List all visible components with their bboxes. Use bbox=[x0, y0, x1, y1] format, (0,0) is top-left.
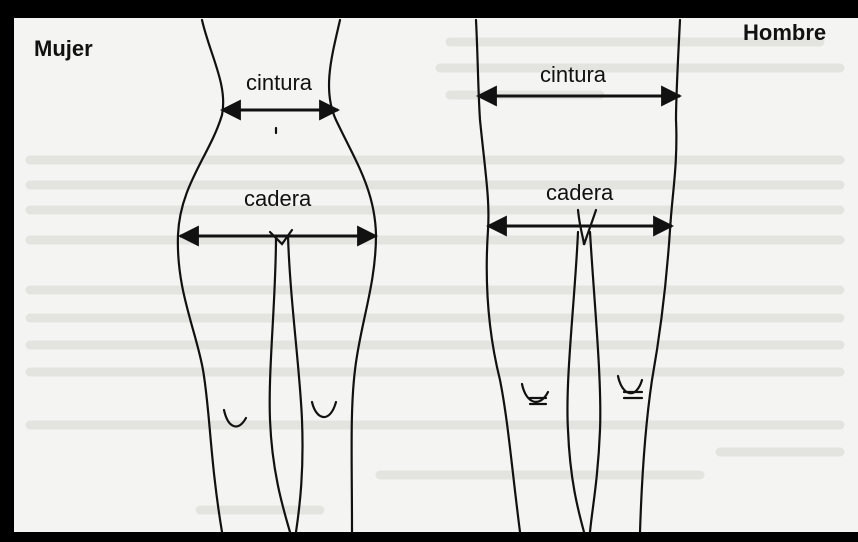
woman-title: Mujer bbox=[34, 36, 93, 62]
man-waist-label: cintura bbox=[540, 62, 606, 88]
man-hip-label: cadera bbox=[546, 180, 613, 206]
left-black-edge bbox=[0, 0, 14, 542]
man-title: Hombre bbox=[743, 20, 826, 46]
woman-hip-label: cadera bbox=[244, 186, 311, 212]
woman-waist-label: cintura bbox=[246, 70, 312, 96]
